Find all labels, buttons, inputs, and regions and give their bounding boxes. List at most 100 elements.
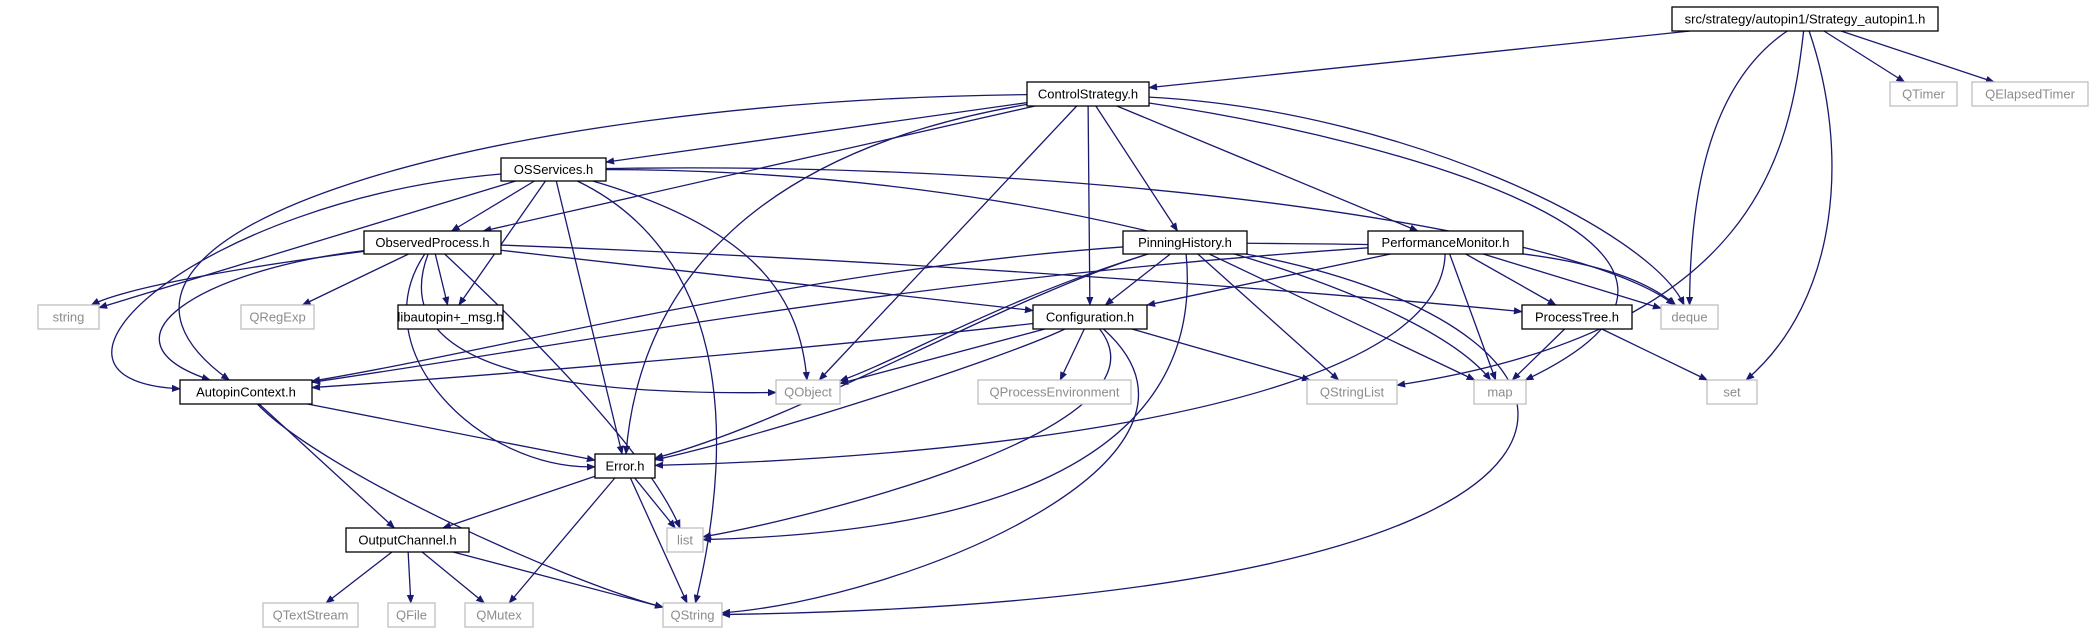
node-ph-box bbox=[1122, 230, 1248, 255]
node-string-box bbox=[37, 304, 100, 330]
node-qpe-label: QProcessEnvironment bbox=[989, 384, 1119, 399]
edge-op-to-msg bbox=[434, 253, 450, 306]
edge-oss-to-map bbox=[605, 168, 1492, 381]
edge-ph-to-qobject bbox=[839, 253, 1149, 382]
edge-err-to-list bbox=[634, 477, 676, 529]
edge-oss-to-deque bbox=[605, 167, 1676, 306]
edge-oss-to-qobject bbox=[592, 180, 810, 381]
node-string-label: string bbox=[53, 309, 85, 324]
node-qtimer-box bbox=[1889, 81, 1958, 107]
edge-root-to-cs bbox=[1148, 30, 1691, 91]
node-oss-box bbox=[500, 157, 607, 182]
node-pm[interactable]: PerformanceMonitor.h bbox=[1367, 230, 1524, 255]
node-qregexp-label: QRegExp bbox=[249, 309, 305, 324]
node-string: string bbox=[37, 304, 100, 330]
node-qmutex: QMutex bbox=[464, 602, 534, 628]
node-pt[interactable]: ProcessTree.h bbox=[1521, 304, 1633, 330]
node-qts-box bbox=[262, 602, 359, 628]
node-qstring: QString bbox=[662, 602, 723, 628]
node-qfile: QFile bbox=[387, 602, 436, 628]
edge-root-to-deque bbox=[1686, 30, 1788, 306]
edge-op-to-qregexp bbox=[301, 253, 409, 306]
node-ac-box bbox=[179, 379, 313, 405]
edge-cs-to-qobject bbox=[818, 105, 1078, 381]
edge-err-to-oc bbox=[441, 475, 596, 529]
node-root-box bbox=[1671, 6, 1939, 32]
node-oss-label: OSServices.h bbox=[514, 162, 593, 177]
edge-err-to-qstring bbox=[629, 477, 688, 604]
edge-oc-to-qstring bbox=[452, 551, 664, 609]
node-err[interactable]: Error.h bbox=[594, 453, 656, 479]
edge-ph-to-ac bbox=[311, 246, 1124, 384]
node-pt-label: ProcessTree.h bbox=[1535, 309, 1619, 324]
node-list-label: list bbox=[677, 532, 693, 547]
node-root[interactable]: src/strategy/autopin1/Strategy_autopin1.… bbox=[1671, 6, 1939, 32]
node-pm-box bbox=[1367, 230, 1524, 255]
node-qet-label: QElapsedTimer bbox=[1985, 86, 2075, 101]
node-qstring-label: QString bbox=[670, 607, 714, 622]
node-oss[interactable]: OSServices.h bbox=[500, 157, 607, 182]
edge-oc-to-qmutex bbox=[421, 551, 486, 604]
edge-ph-to-err bbox=[654, 253, 1149, 460]
node-cs[interactable]: ControlStrategy.h bbox=[1026, 81, 1150, 107]
node-qmutex-box bbox=[464, 602, 534, 628]
node-conf-box bbox=[1032, 304, 1148, 330]
edge-conf-to-list bbox=[702, 328, 1112, 540]
node-qet: QElapsedTimer bbox=[1971, 81, 2089, 107]
edge-oss-to-err bbox=[555, 180, 624, 455]
node-op[interactable]: ObservedProcess.h bbox=[363, 230, 502, 255]
dependency-edges bbox=[90, 30, 1995, 619]
edge-conf-to-ac bbox=[311, 322, 1034, 391]
node-oc[interactable]: OutputChannel.h bbox=[345, 527, 470, 553]
node-ac-label: AutopinContext.h bbox=[196, 384, 296, 399]
node-qstring-box bbox=[662, 602, 723, 628]
node-qregexp-box bbox=[240, 304, 315, 330]
node-msg[interactable]: libautopin+_msg.h bbox=[397, 304, 504, 330]
edge-ph-to-qsl bbox=[1197, 253, 1340, 381]
node-msg-label: libautopin+_msg.h bbox=[398, 309, 504, 324]
edge-root-to-set bbox=[1745, 30, 1833, 381]
node-qobject-label: QObject bbox=[784, 384, 832, 399]
node-qmutex-label: QMutex bbox=[476, 607, 522, 622]
edge-op-to-qobject bbox=[420, 253, 777, 397]
edge-cs-to-err bbox=[623, 103, 1028, 455]
edge-oc-to-qfile bbox=[406, 551, 415, 604]
edge-pm-to-deque bbox=[1482, 253, 1662, 310]
node-pm-label: PerformanceMonitor.h bbox=[1382, 235, 1510, 250]
edge-pm-to-pt bbox=[1465, 253, 1557, 306]
node-pt-box bbox=[1521, 304, 1633, 330]
edge-oss-to-string bbox=[98, 180, 516, 309]
node-qts-label: QTextStream bbox=[273, 607, 349, 622]
edge-ph-to-map bbox=[1208, 253, 1476, 381]
node-ph[interactable]: PinningHistory.h bbox=[1122, 230, 1248, 255]
node-list-box bbox=[666, 527, 704, 553]
edge-op-to-conf bbox=[500, 249, 1034, 314]
node-op-box bbox=[363, 230, 502, 255]
node-qts: QTextStream bbox=[262, 602, 359, 628]
node-cs-box bbox=[1026, 81, 1150, 107]
edge-oss-to-ac bbox=[111, 173, 502, 392]
edge-conf-to-qsl bbox=[1131, 328, 1311, 382]
node-qregexp: QRegExp bbox=[240, 304, 315, 330]
node-qobject-box bbox=[775, 379, 841, 405]
node-deque-box bbox=[1660, 304, 1719, 330]
edge-ac-to-oc bbox=[258, 403, 396, 529]
edge-cs-to-ac bbox=[178, 93, 1028, 381]
node-conf[interactable]: Configuration.h bbox=[1032, 304, 1148, 330]
node-err-box bbox=[594, 453, 656, 479]
edge-cs-to-deque bbox=[1148, 96, 1685, 306]
node-deque-label: deque bbox=[1671, 309, 1707, 324]
node-qobject: QObject bbox=[775, 379, 841, 405]
edge-ac-to-qstring bbox=[256, 403, 664, 609]
edge-oc-to-qts bbox=[325, 551, 393, 604]
node-qtimer-label: QTimer bbox=[1902, 86, 1946, 101]
edge-op-to-ac bbox=[158, 249, 365, 381]
edge-oss-to-qstring bbox=[577, 180, 718, 604]
node-map-label: map bbox=[1487, 384, 1512, 399]
node-conf-label: Configuration.h bbox=[1046, 309, 1134, 324]
node-cs-label: ControlStrategy.h bbox=[1038, 86, 1138, 101]
node-qpe-box bbox=[977, 379, 1132, 405]
node-qsl: QStringList bbox=[1306, 379, 1398, 405]
node-ac[interactable]: AutopinContext.h bbox=[179, 379, 313, 405]
edge-pt-to-set bbox=[1601, 328, 1709, 381]
